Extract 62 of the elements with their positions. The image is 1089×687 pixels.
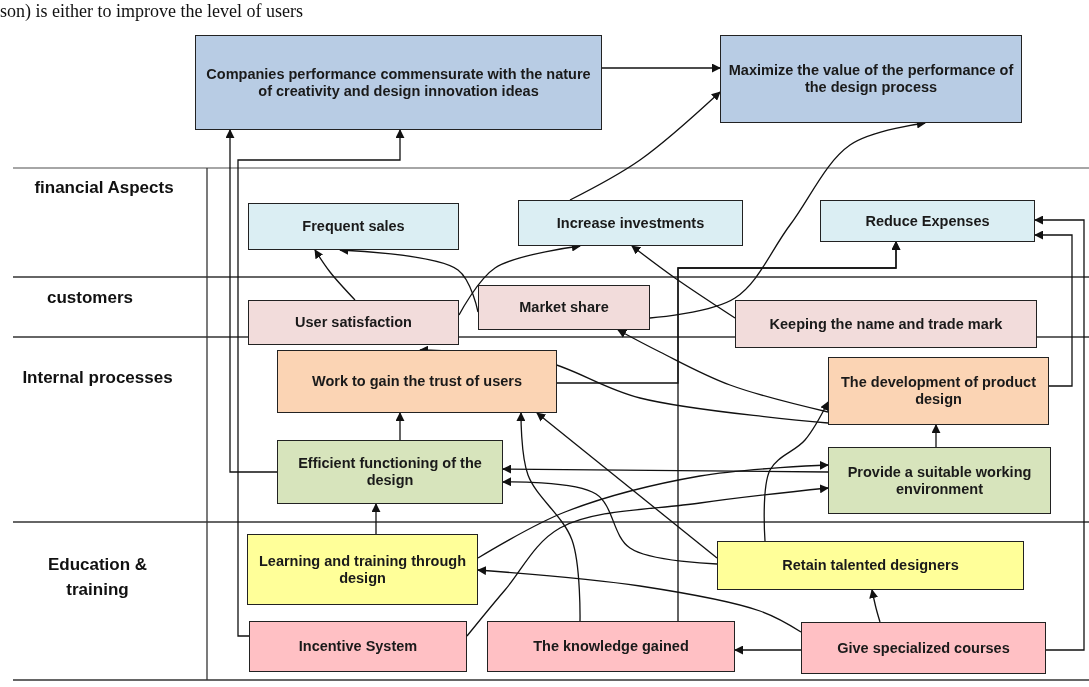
- process-box: [249, 621, 467, 672]
- process-box: [487, 621, 735, 672]
- process-box: [195, 35, 602, 130]
- process-box: [277, 350, 557, 413]
- process-box: [247, 534, 478, 605]
- body-text: son) is either to improve the level of users: [0, 2, 304, 20]
- box-text: Retain talented designers: [782, 557, 959, 574]
- box-text: Give specialized courses: [837, 639, 1010, 657]
- lane-heading: Internal processes: [21, 367, 174, 389]
- arrow: [631, 245, 736, 319]
- arrow: [237, 129, 405, 637]
- lane-heading: customers: [46, 287, 134, 309]
- box-text: Efficient functioning of the design: [297, 455, 483, 489]
- box-text: Companies performance commensurate with the nature of creativity and design innovation ideas: [205, 65, 592, 100]
- arrow: [225, 129, 278, 473]
- lane-heading: Education & training: [46, 554, 149, 601]
- arrow: [1034, 215, 1085, 651]
- box-text: Frequent sales: [302, 218, 405, 235]
- arrow: [502, 477, 718, 565]
- process-box: [478, 285, 650, 330]
- box-text: Market share: [519, 299, 609, 316]
- box-text: Provide a suitable working environment: [846, 463, 1033, 498]
- process-box: [828, 447, 1051, 514]
- arrow: [502, 464, 829, 474]
- process-box: [717, 541, 1024, 590]
- lane-heading: financial Aspects: [33, 177, 175, 199]
- process-box: [801, 622, 1046, 674]
- arrow: [569, 91, 721, 201]
- arrow: [516, 412, 581, 622]
- arrow: [536, 412, 718, 559]
- arrow: [617, 329, 829, 413]
- arrow: [601, 63, 721, 73]
- arrow: [371, 503, 381, 535]
- process-box: [248, 300, 459, 345]
- arrow: [466, 484, 829, 637]
- box-text: Increase investments: [556, 214, 705, 232]
- box-text: Maximize the value of the performance of the design process: [727, 62, 1015, 96]
- arrow: [395, 412, 405, 441]
- box-text: Work to gain the trust of users: [312, 373, 522, 390]
- box-text: Learning and training through design: [258, 552, 467, 587]
- process-box: [277, 440, 503, 504]
- arrow: [763, 401, 829, 542]
- arrow: [734, 645, 802, 655]
- box-text: The knowledge gained: [533, 638, 689, 655]
- arrow: [477, 460, 829, 559]
- process-box: [828, 357, 1049, 425]
- process-box: [248, 203, 459, 250]
- box-text: User satisfaction: [295, 314, 412, 331]
- arrow: [556, 241, 901, 384]
- process-box: [820, 200, 1035, 242]
- process-box: [735, 300, 1037, 348]
- arrow: [931, 424, 941, 448]
- box-text: Reduce Expenses: [865, 212, 990, 230]
- process-box: [720, 35, 1022, 123]
- arrow: [1034, 230, 1073, 387]
- box-text: The development of product design: [840, 374, 1037, 408]
- process-box: [518, 200, 743, 246]
- arrow: [477, 566, 802, 633]
- box-text: Incentive System: [298, 638, 418, 655]
- box-text: Keeping the name and trade mark: [769, 315, 1003, 333]
- arrow: [869, 589, 881, 623]
- arrow: [314, 249, 356, 301]
